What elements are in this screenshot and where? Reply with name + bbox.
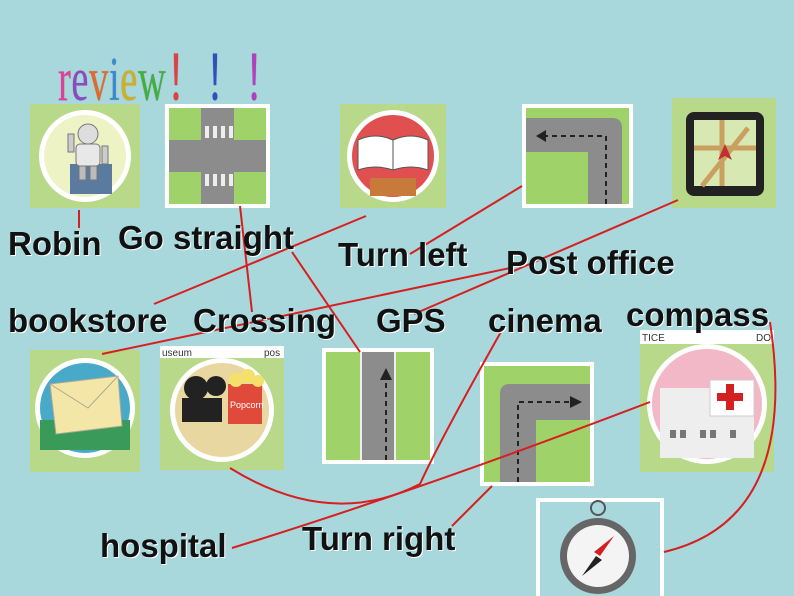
gps-card xyxy=(672,98,776,208)
word-turn-right: Turn right xyxy=(302,520,456,557)
title-letter: ！ xyxy=(166,46,206,114)
robot-card xyxy=(30,104,140,208)
envelope-card xyxy=(30,350,140,472)
title-letter: e xyxy=(71,46,90,114)
turn-right-card xyxy=(480,362,594,486)
word-compass: compass xyxy=(626,296,770,333)
review-title: review！！！ xyxy=(58,28,284,118)
word-bookstore: bookstore xyxy=(8,302,168,339)
word-go-straight: Go straight xyxy=(118,219,295,256)
word-post-office: Post office xyxy=(506,244,675,281)
cinema-card: useum pos Popcorn xyxy=(160,346,284,470)
title-letter: i xyxy=(108,46,121,114)
hospital-sign-right: DO xyxy=(756,333,771,344)
word-robin: Robin xyxy=(8,225,102,262)
word-crossing: Crossing xyxy=(193,302,337,339)
cinema-sign-right: pos xyxy=(264,348,280,359)
title-letter: w xyxy=(137,46,167,114)
title-letter: ！ xyxy=(205,46,245,114)
cinema-sign-left: useum xyxy=(162,348,192,359)
title-letter: ！ xyxy=(244,46,284,114)
line-turn-right xyxy=(451,485,493,527)
turn-left-card xyxy=(522,104,633,208)
crossing-road-card xyxy=(165,104,270,208)
popcorn-label: Popcorn xyxy=(230,400,264,410)
hospital-card: TICE DO xyxy=(640,330,774,472)
compass-card xyxy=(536,498,664,596)
go-straight-card xyxy=(322,348,434,464)
hospital-sign-left: TICE xyxy=(642,333,665,344)
title-letter: e xyxy=(120,46,138,114)
title-letter: r xyxy=(58,46,72,114)
title-letter: v xyxy=(89,46,109,114)
word-turn-left: Turn left xyxy=(338,236,468,273)
word-cinema: cinema xyxy=(488,302,602,339)
word-gps: GPS xyxy=(376,302,446,339)
word-hospital: hospital xyxy=(100,527,227,564)
bookstore-card xyxy=(340,104,446,208)
